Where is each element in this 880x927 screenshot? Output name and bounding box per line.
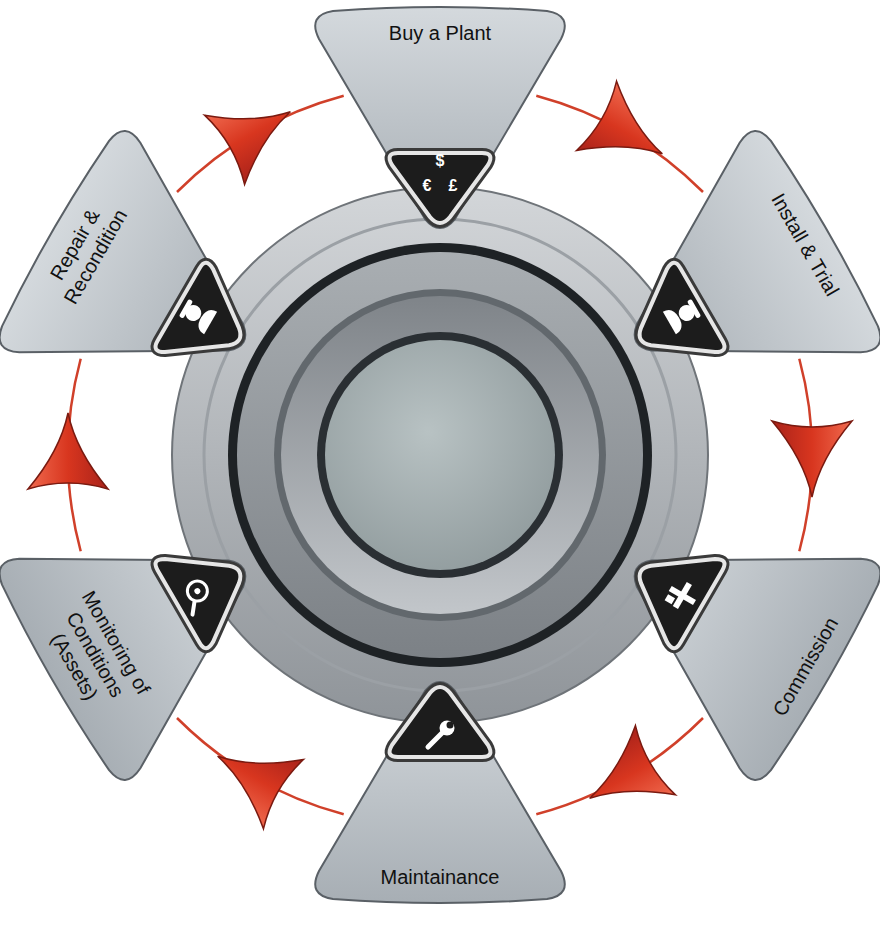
petal-label: Buy a Plant (340, 21, 540, 45)
badge-icon (178, 577, 215, 614)
badge-shadow (616, 260, 727, 382)
arrow-head (205, 77, 311, 184)
currency-symbol: € (423, 178, 432, 194)
icon-badge (153, 527, 264, 649)
cycle-arrow (536, 718, 703, 833)
cycle-arrow (177, 718, 344, 829)
arrow-head (577, 81, 683, 188)
badge-shadow (616, 527, 727, 649)
petal-shape (574, 123, 880, 450)
icon-badge (390, 153, 491, 223)
middle-ring (237, 252, 643, 658)
outer-ring (172, 187, 708, 723)
petal-text-box: Maintainance (340, 865, 540, 889)
ring-groove (204, 219, 676, 691)
arrow-head (198, 722, 304, 829)
arrow-head (772, 421, 852, 497)
icon-badge (390, 687, 491, 757)
icon-badge (616, 260, 727, 382)
icon-badge (616, 527, 727, 649)
cycle-arrow (177, 77, 344, 192)
core-rim (317, 332, 563, 578)
lifecycle-petal: Buy a Plant (305, 5, 575, 235)
petal-shape (315, 7, 565, 228)
arrow-head (570, 726, 676, 833)
petal-label: Maintainance (340, 865, 540, 889)
petal-shape (315, 682, 565, 903)
core-disc (325, 340, 555, 570)
badge-icon (177, 296, 217, 334)
currency-symbol: £ (449, 178, 458, 194)
lifecycle-petal: Maintainance (305, 675, 575, 905)
inner-edge (274, 289, 606, 621)
petal-shape (574, 460, 880, 787)
cycle-arrow (772, 359, 852, 552)
dark-band (228, 243, 652, 667)
arrow-head (28, 413, 108, 489)
badge-icon (663, 576, 701, 614)
petal-shape (0, 123, 306, 450)
badge-icon (428, 721, 455, 748)
inner-ring (281, 296, 599, 614)
badge-shadow (153, 260, 264, 382)
cycle-arrow (28, 359, 108, 552)
badge-shadow (390, 153, 491, 223)
badge-shadow (390, 687, 491, 757)
badge-shadow (153, 527, 264, 649)
petal-shape (0, 460, 306, 787)
cycle-arrow (536, 81, 703, 192)
petal-text-box: Buy a Plant (340, 21, 540, 45)
currency-symbol: $ (436, 153, 445, 169)
icon-badge (153, 260, 264, 382)
badge-icon (663, 296, 703, 334)
